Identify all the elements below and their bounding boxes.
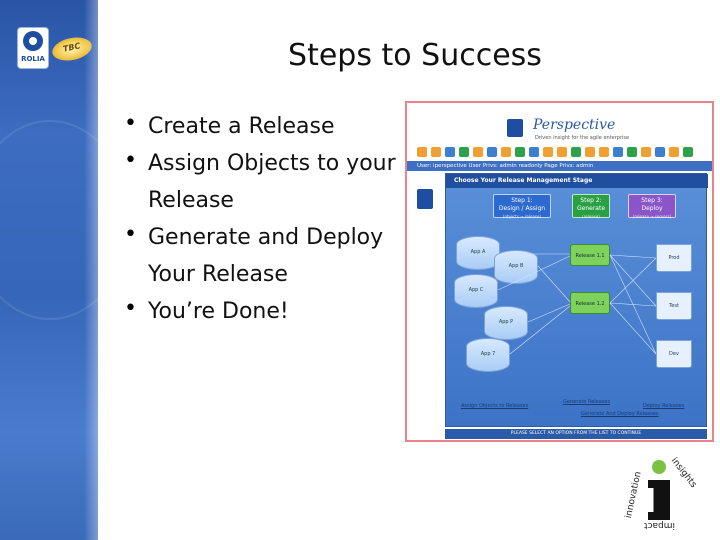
- insights-logo-dot: [652, 460, 666, 474]
- toolbar-icon: [445, 147, 455, 157]
- decorative-swirl: [0, 120, 130, 320]
- release-box: Release 1.1: [570, 244, 610, 266]
- release-box: Release 1.2: [570, 292, 610, 314]
- bullet-text: Your Release: [148, 262, 288, 287]
- insights-logo-word-impact: impact: [644, 520, 675, 530]
- bullet-item: • Create a Release: [124, 108, 414, 145]
- toolbar-icon: [515, 147, 525, 157]
- rolia-side-logo: [417, 189, 433, 209]
- toolbar-icon: [543, 147, 553, 157]
- bullet-item: • Assign Objects to your: [124, 145, 414, 182]
- slide-title: Steps to Success: [288, 38, 542, 73]
- side-band: ROLIA TBC: [0, 0, 130, 540]
- release-stage-panel: Choose Your Release Management Stage Ste…: [445, 173, 708, 427]
- toolbar-icon: [641, 147, 651, 157]
- tbc-logo: TBC: [50, 34, 94, 64]
- toolbar-icon: [655, 147, 665, 157]
- environment-doc: Dev: [656, 340, 692, 368]
- app-database: App 7: [466, 338, 510, 372]
- toolbar-icon: [599, 147, 609, 157]
- flow-arrows: [497, 253, 657, 355]
- toolbar-icon: [529, 147, 539, 157]
- toolbar-icon: [487, 147, 497, 157]
- assign-objects-link[interactable]: Assign Objects to Releases: [461, 403, 529, 409]
- deploy-releases-link[interactable]: Deploy Releases: [643, 403, 685, 409]
- rolia-logo-mark: [23, 31, 43, 51]
- toolbar-icon: [431, 147, 441, 157]
- bullet-text: Generate and Deploy: [148, 225, 384, 250]
- screenshot-header: Perspective Driven insight for the agile…: [407, 103, 712, 158]
- rolia-logo: ROLIA: [18, 28, 48, 68]
- rolia-logo-text: ROLIA: [21, 55, 45, 63]
- insights-logo-word-insights: insights: [668, 456, 699, 490]
- bullet-item: • You’re Done!: [124, 293, 414, 330]
- screenshot-left-column: [407, 171, 445, 431]
- bullet-text: You’re Done!: [148, 299, 289, 324]
- user-info-bar: User: iperspective User Privs: admin rea…: [407, 161, 712, 171]
- generate-deploy-link[interactable]: Generate And Deploy Releases: [581, 411, 659, 417]
- app-database: App C: [454, 274, 498, 308]
- toolbar-icon: [669, 147, 679, 157]
- bullet-dot: •: [124, 111, 137, 136]
- toolbar-icon: [473, 147, 483, 157]
- tbc-logo-text: TBC: [62, 41, 82, 54]
- step-deploy[interactable]: Step 3: Deploy (release → servers): [628, 194, 676, 219]
- perspective-screenshot: Perspective Driven insight for the agile…: [405, 101, 714, 442]
- insights-logo-i-mark: [648, 480, 670, 520]
- toolbar-icon: [459, 147, 469, 157]
- toolbar-icon: [557, 147, 567, 157]
- app-database: App B: [494, 250, 538, 284]
- bullet-dot: •: [124, 222, 137, 247]
- perspective-tagline: Driven insight for the agile enterprise: [535, 135, 630, 141]
- toolbar-icon: [613, 147, 623, 157]
- bullet-item-continuation: Your Release: [124, 256, 414, 293]
- bullet-text: Create a Release: [148, 114, 335, 139]
- environment-doc: Test: [656, 292, 692, 320]
- insights-logo-word-innovation: innovation: [623, 470, 644, 520]
- app-database: App P: [484, 306, 528, 340]
- perspective-brand: Perspective: [533, 117, 616, 133]
- action-links: Assign Objects to Releases Generate Rele…: [445, 399, 707, 421]
- toolbar-icon: [571, 147, 581, 157]
- panel-title: Choose Your Release Management Stage: [446, 174, 708, 188]
- bullet-text: Assign Objects to your: [148, 151, 396, 176]
- screenshot-footer: PLEASE SELECT AN OPTION FROM THE LIST TO…: [445, 429, 707, 439]
- bullet-dot: •: [124, 148, 137, 173]
- bullet-item: • Generate and Deploy: [124, 219, 414, 256]
- step-design-assign[interactable]: Step 1: Design / Assign (objects → relea…: [493, 194, 551, 219]
- generate-releases-link[interactable]: Generate Releases: [563, 399, 611, 405]
- bullet-item-continuation: Release: [124, 182, 414, 219]
- step-generate[interactable]: Step 2: Generate (release): [572, 194, 610, 219]
- bullet-list: • Create a Release • Assign Objects to y…: [124, 108, 414, 330]
- environment-doc: Prod: [656, 244, 692, 272]
- rolia-mini-logo: [507, 119, 523, 137]
- toolbar-icon: [417, 147, 427, 157]
- insights-logo: innovation insights impact: [618, 454, 700, 536]
- toolbar-icon: [627, 147, 637, 157]
- toolbar-icon: [585, 147, 595, 157]
- bullet-dot: •: [124, 296, 137, 321]
- toolbar-icon: [501, 147, 511, 157]
- toolbar-icon: [683, 147, 693, 157]
- bullet-text: Release: [148, 188, 234, 213]
- toolbar-icons: [417, 147, 707, 161]
